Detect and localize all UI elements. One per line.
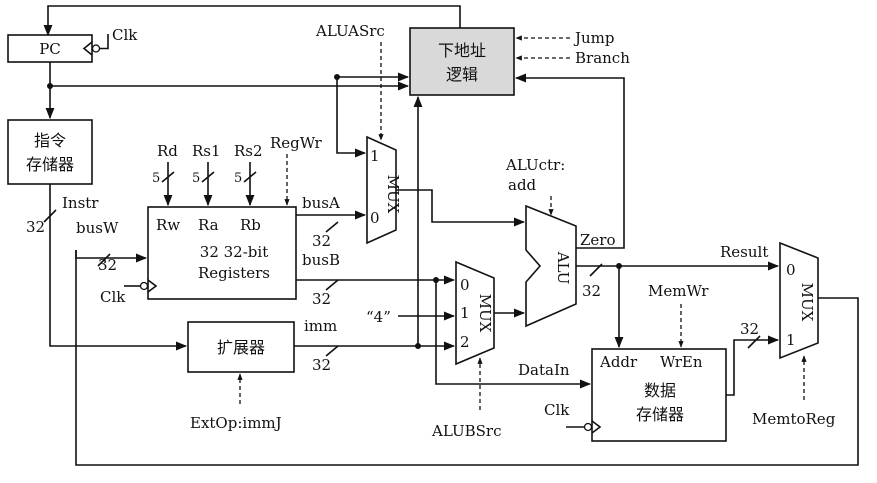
- busW-label: busW: [76, 219, 119, 237]
- next-address-logic-block: [409, 27, 515, 96]
- next-pc-wire: [43, 5, 461, 37]
- aluctr-label: ALUctr:: [505, 156, 565, 174]
- result-width-label: 32: [582, 282, 601, 300]
- memtoreg-mux-in0: 0: [786, 261, 796, 279]
- busA-width-label: 32: [312, 232, 331, 250]
- result-label: Result: [720, 243, 768, 261]
- pc-clock-marker: [82, 41, 93, 56]
- memwr-label: MemWr: [648, 282, 709, 300]
- alub-mux-in0: 0: [460, 276, 470, 294]
- extender-label: 扩展器: [217, 338, 265, 357]
- alua-mux-in1: 1: [370, 147, 380, 165]
- alu-label: ALU: [554, 251, 572, 285]
- regfile-clock-marker: [147, 279, 158, 293]
- dmem-out-width-label: 32: [740, 320, 759, 338]
- ra-port-label: Ra: [198, 216, 219, 234]
- regfile-clk-label: Clk: [100, 288, 126, 306]
- imm-label: imm: [304, 317, 337, 335]
- rs1-width-tick: [201, 171, 215, 183]
- register-file-block: [147, 206, 297, 300]
- alub-mux-in1: 1: [460, 304, 470, 322]
- wren-port-label: WrEn: [660, 353, 703, 371]
- imem-label-2: 存储器: [26, 155, 74, 174]
- memtoreg-mux: [779, 241, 819, 360]
- extop-label: ExtOp:immJ: [190, 414, 282, 432]
- rd-label: Rd: [157, 142, 178, 160]
- data-memory-block: [591, 348, 727, 442]
- alubsrc-label: ALUBSrc: [431, 422, 502, 440]
- next-address-label-2: 逻辑: [446, 65, 478, 84]
- branch-label: Branch: [575, 49, 630, 67]
- dmem-out-width-tick: [747, 335, 761, 349]
- imm-width-tick: [325, 345, 339, 357]
- datain-wire: [435, 280, 592, 389]
- rw-port-label: Rw: [156, 216, 180, 234]
- dmem-label-2: 存储器: [636, 405, 684, 424]
- dmem-clk-label: Clk: [544, 401, 570, 419]
- pc-to-alua-wire: [336, 86, 367, 158]
- alua-to-alu-wire: [396, 189, 526, 227]
- regfile-label-1: 32 32-bit: [200, 243, 268, 261]
- alub-mux-label: MUX: [476, 294, 494, 333]
- alub-mux: [455, 260, 495, 366]
- rs2-width-tick: [243, 171, 257, 183]
- busA-width-tick: [325, 221, 339, 233]
- rd-width-label: 5: [152, 171, 160, 186]
- regfile-clock-bubble: [139, 281, 149, 291]
- rs1-width-label: 5: [192, 171, 200, 186]
- next-address-label-1: 下地址: [438, 41, 486, 60]
- dmem-label-1: 数据: [644, 381, 676, 400]
- instruction-memory-block: [7, 119, 93, 185]
- writeback-loop-wire: [75, 250, 859, 466]
- busA-label: busA: [302, 194, 340, 212]
- alua-mux: [366, 135, 397, 245]
- busB-label: busB: [302, 251, 340, 269]
- alua-mux-in0: 0: [370, 209, 380, 227]
- pc-clk-wire: [100, 34, 109, 50]
- aluasrc-label: ALUASrc: [315, 22, 385, 40]
- extender-block: [187, 321, 295, 373]
- instr-width-label: 32: [26, 218, 45, 236]
- regfile-label-2: Registers: [198, 264, 270, 282]
- rb-port-label: Rb: [240, 216, 261, 234]
- instr-label: Instr: [62, 194, 99, 212]
- instr-bus-wire: [49, 184, 188, 351]
- pc-clk-label: Clk: [112, 26, 138, 44]
- dmem-out-wire: [726, 335, 780, 396]
- alub-mux-in2: 2: [460, 333, 470, 351]
- alua-mux-label: MUX: [384, 175, 402, 214]
- result-width-tick: [589, 263, 603, 277]
- imm-width-label: 32: [312, 356, 331, 374]
- rd-width-tick: [161, 171, 175, 183]
- rs2-label: Rs2: [234, 142, 263, 160]
- regwr-label: RegWr: [270, 134, 323, 152]
- zero-wire: [514, 73, 625, 249]
- pc-clock-bubble: [91, 44, 101, 53]
- rs2-width-label: 5: [234, 171, 242, 186]
- instr-width-tick: [43, 209, 57, 223]
- pc-label: PC: [39, 40, 61, 58]
- zero-label: Zero: [580, 231, 616, 249]
- busB-width-tick: [325, 279, 339, 291]
- dmem-clock-marker: [591, 420, 602, 434]
- imem-label-1: 指令: [34, 131, 66, 150]
- alu-block: [525, 204, 577, 328]
- addr-port-label: Addr: [599, 353, 638, 371]
- aluctr-value: add: [508, 176, 537, 194]
- memtoreg-mux-label: MUX: [798, 283, 816, 322]
- busW-width-tick: [97, 253, 111, 267]
- four-label: “4”: [366, 308, 391, 326]
- jump-label: Jump: [573, 29, 615, 47]
- memtoreg-mux-in1: 1: [786, 331, 796, 349]
- busW-width-label: 32: [98, 256, 117, 274]
- busB-width-label: 32: [312, 290, 331, 308]
- memtoreg-label: MemtoReg: [752, 410, 836, 428]
- rs1-label: Rs1: [192, 142, 221, 160]
- datain-label: DataIn: [518, 361, 570, 379]
- dmem-clock-bubble: [583, 422, 593, 432]
